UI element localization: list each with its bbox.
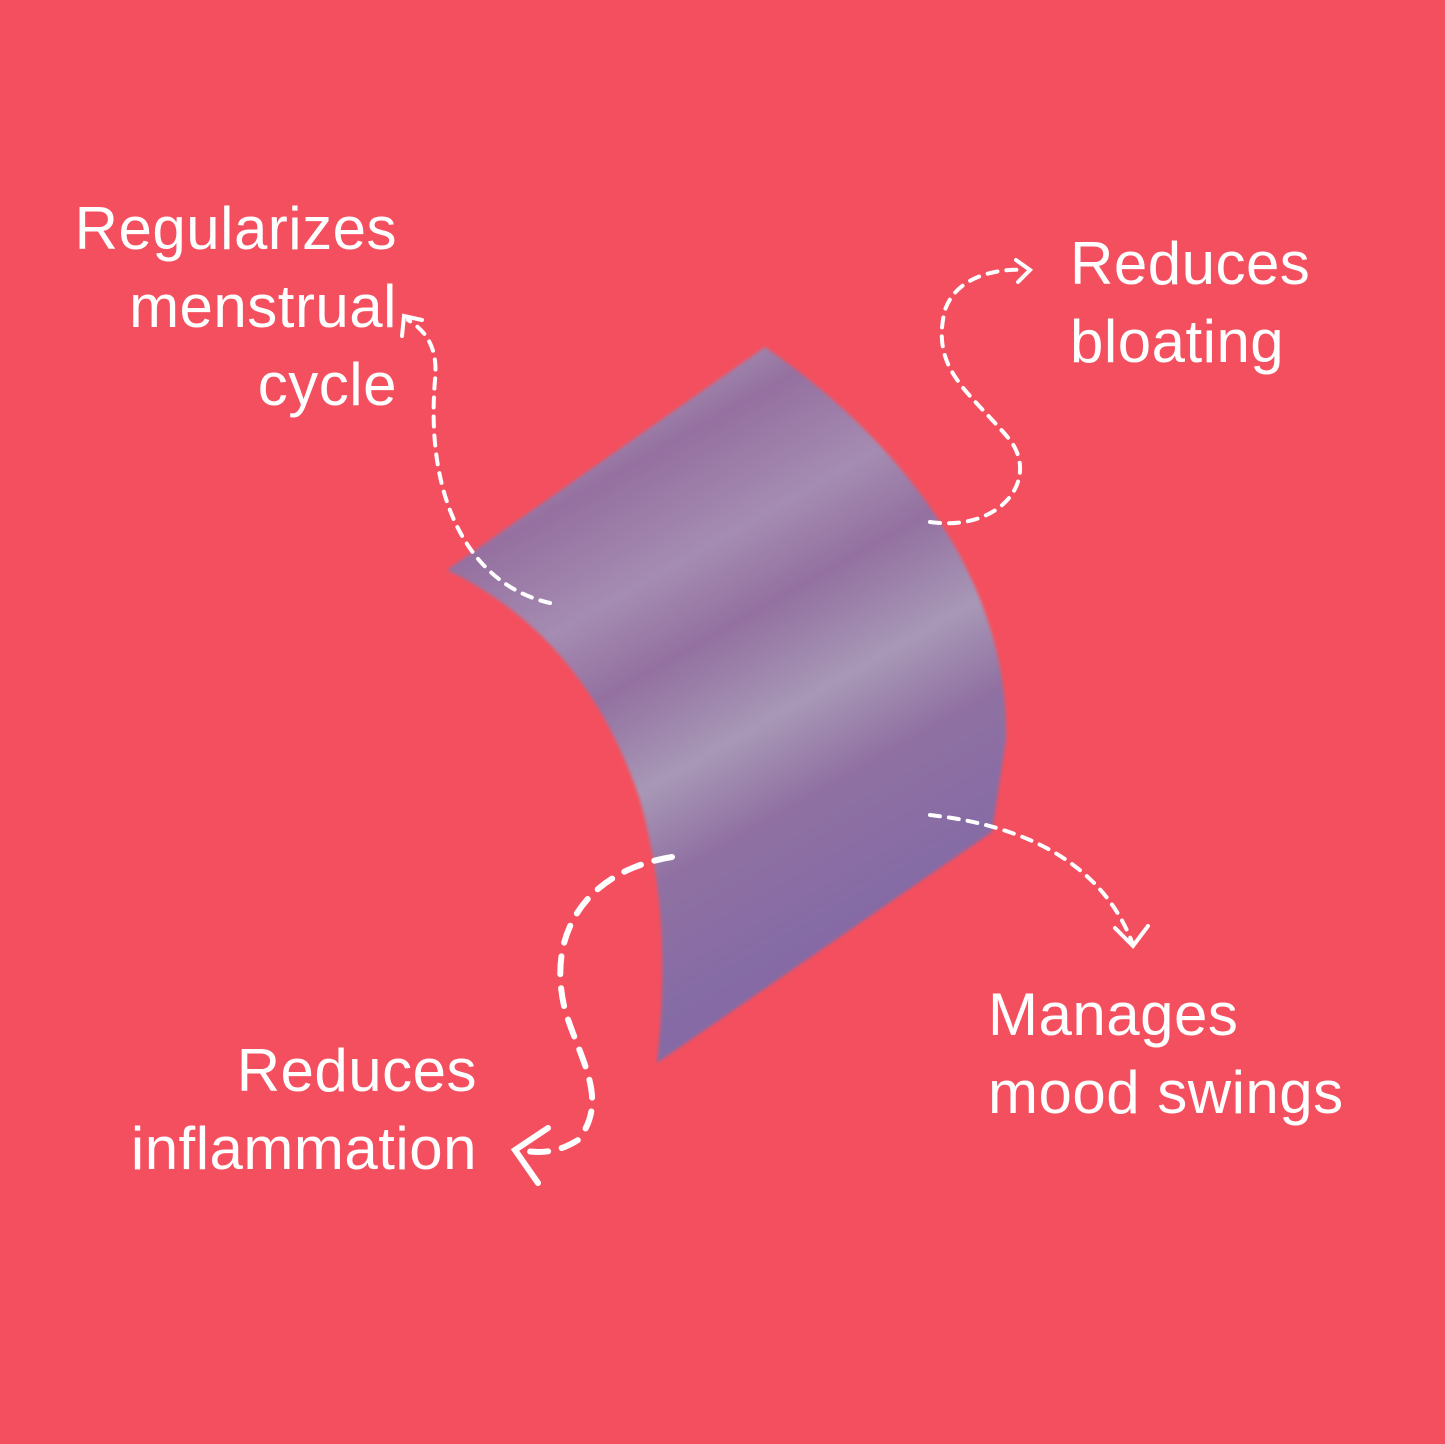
arrow-bloating bbox=[928, 267, 1027, 526]
arrow-cycle bbox=[406, 318, 552, 605]
label-line: Regularizes bbox=[74, 195, 397, 262]
label-regularizes-cycle: Regularizes menstrual cycle bbox=[75, 190, 397, 424]
label-line: cycle bbox=[257, 351, 397, 418]
arrowhead-bloating-icon bbox=[1014, 258, 1034, 284]
arrow-mood bbox=[928, 813, 1134, 944]
arrowhead-mood-icon bbox=[1113, 924, 1150, 950]
label-reduces-bloating: Reduces bloating bbox=[1070, 225, 1310, 381]
label-line: mood swings bbox=[988, 1059, 1344, 1126]
label-manages-mood: Manages mood swings bbox=[988, 976, 1344, 1132]
menstrual-patch bbox=[447, 347, 1007, 1063]
label-line: Reduces bbox=[1070, 230, 1311, 297]
label-line: Reduces bbox=[236, 1037, 477, 1104]
label-line: Manages bbox=[988, 981, 1239, 1048]
arrowhead-inflammation-icon bbox=[510, 1125, 551, 1186]
label-line: inflammation bbox=[130, 1115, 477, 1182]
label-line: menstrual bbox=[129, 273, 397, 340]
label-line: bloating bbox=[1070, 308, 1285, 375]
arrow-inflammation bbox=[517, 854, 675, 1155]
arrowhead-cycle-icon bbox=[400, 313, 424, 338]
label-reduces-inflammation: Reduces inflammation bbox=[131, 1032, 477, 1188]
